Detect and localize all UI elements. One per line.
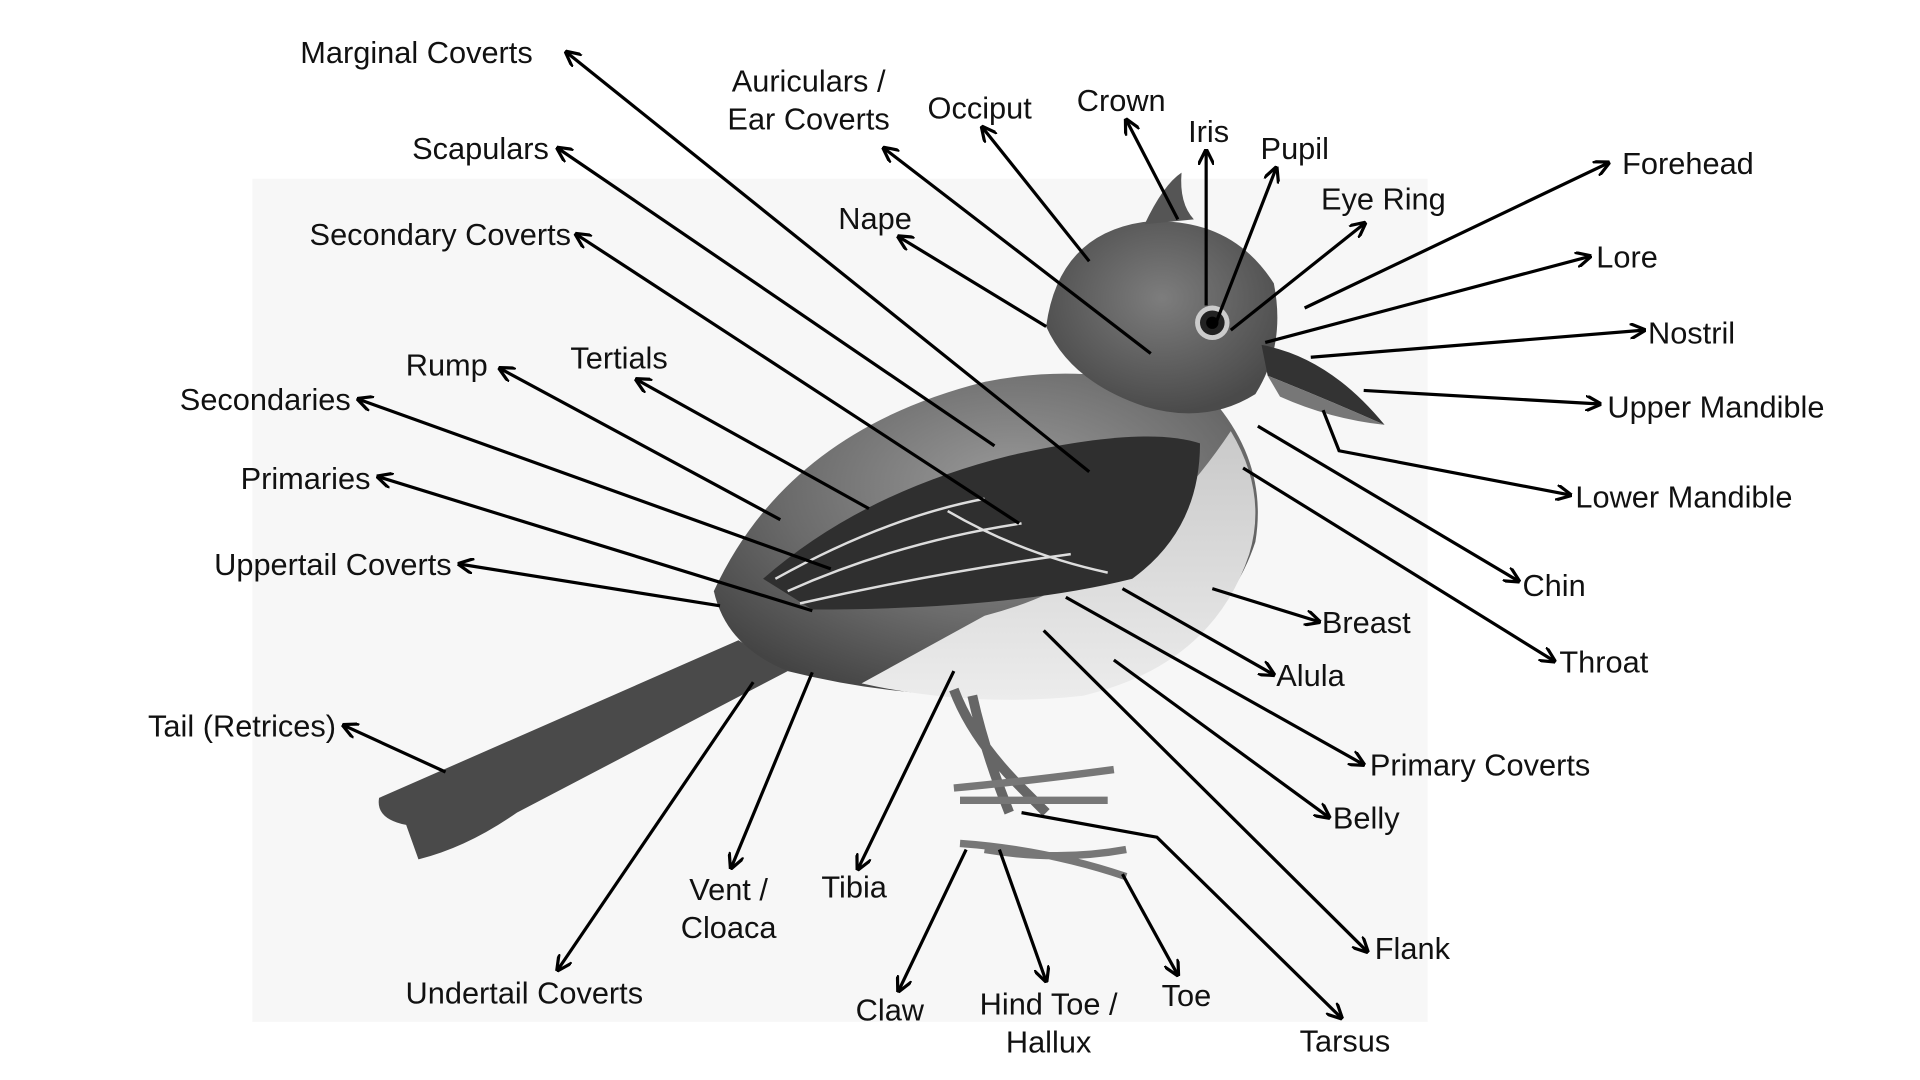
label-vent: Vent / (689, 872, 768, 907)
label-auriculars: Auriculars / (732, 63, 886, 98)
label-belly: Belly (1333, 801, 1400, 836)
label-flank: Flank (1375, 931, 1451, 966)
label-upper-mandible: Upper Mandible (1607, 390, 1824, 425)
leader-arrow (1264, 256, 1590, 345)
head (1046, 221, 1278, 414)
leader-arrow (576, 234, 1020, 525)
label-primaries: Primaries (241, 461, 371, 496)
leader-arrow (459, 564, 721, 608)
bird-illustration (378, 172, 1385, 881)
leader-arrow (500, 368, 782, 522)
wing-feathers (774, 497, 1108, 605)
leader-arrow (566, 52, 1091, 473)
label-uppertail-coverts: Uppertail Coverts (214, 547, 452, 582)
label-tertials: Tertials (570, 340, 667, 375)
beak-lower (1267, 375, 1385, 425)
leader-arrow (378, 477, 813, 613)
label-pupil: Pupil (1261, 131, 1329, 166)
label-tibia: Tibia (821, 870, 887, 905)
label-scapulars: Scapulars (412, 131, 549, 166)
label-forehead: Forehead (1622, 146, 1754, 181)
label-tail-retrices: Tail (Retrices) (148, 708, 336, 743)
tail (378, 640, 788, 860)
leader-arrow (1257, 424, 1519, 581)
label-iris: Iris (1188, 114, 1229, 149)
leader-arrow (1121, 873, 1177, 975)
leader-arrow (1065, 595, 1364, 764)
label-undertail-coverts: Undertail Coverts (406, 975, 644, 1010)
label-primary-coverts: Primary Coverts (1370, 748, 1590, 783)
label-chin: Chin (1522, 568, 1585, 603)
leader-arrow (1121, 587, 1273, 675)
label-hind-toe: Hind Toe / (980, 986, 1118, 1021)
leader-arrow (558, 681, 755, 970)
leader-lines (343, 52, 1644, 1018)
label-claw: Claw (856, 993, 925, 1028)
label-throat: Throat (1559, 644, 1648, 679)
leader-arrow (858, 670, 956, 869)
label-crown: Crown (1077, 83, 1166, 118)
label-cloaca: Cloaca (681, 910, 778, 945)
label-ear-coverts: Ear Coverts (727, 102, 889, 137)
leader-arrow (1310, 330, 1645, 359)
leader-arrow (982, 127, 1091, 263)
leader-arrow (1042, 629, 1368, 951)
label-breast: Breast (1322, 605, 1411, 640)
leader-arrow (1303, 163, 1609, 310)
feet (953, 765, 1128, 881)
crest (1144, 172, 1194, 225)
label-alula: Alula (1276, 658, 1345, 693)
leader-arrow (1321, 409, 1570, 495)
leader-arrow (1021, 811, 1342, 1019)
label-occiput: Occiput (928, 90, 1033, 125)
label-tarsus: Tarsus (1300, 1023, 1391, 1058)
label-nostril: Nostril (1648, 316, 1735, 351)
label-eye-ring: Eye Ring (1321, 182, 1446, 217)
leader-arrow (1363, 388, 1600, 404)
leader-arrow (1229, 223, 1365, 332)
leader-arrow (731, 671, 814, 868)
belly (861, 431, 1256, 700)
leader-arrow (1126, 120, 1180, 221)
label-secondary-coverts: Secondary Coverts (310, 217, 571, 252)
leader-arrow (1214, 168, 1276, 324)
leader-arrow (898, 848, 968, 992)
leader-arrow (358, 399, 832, 571)
label-secondaries: Secondaries (180, 382, 351, 417)
label-hallux: Hallux (1006, 1025, 1092, 1060)
label-rump: Rump (406, 348, 488, 383)
leader-arrow (1242, 466, 1554, 661)
leader-arrow (1112, 658, 1329, 818)
pupil (1206, 316, 1219, 329)
leader-arrow (636, 379, 870, 511)
label-lower-mandible: Lower Mandible (1575, 479, 1792, 514)
label-marginal-coverts: Marginal Coverts (300, 35, 532, 70)
wing (763, 436, 1200, 610)
beak-upper (1261, 344, 1385, 425)
label-nape: Nape (838, 201, 912, 236)
leader-arrow (1211, 587, 1319, 622)
label-toe: Toe (1162, 978, 1212, 1013)
leader-arrow (558, 148, 996, 448)
leader-arrow (997, 849, 1046, 982)
label-lore: Lore (1596, 239, 1658, 274)
leader-arrow (898, 237, 1047, 328)
leader-arrow (884, 148, 1152, 355)
leader-arrow (343, 725, 447, 774)
